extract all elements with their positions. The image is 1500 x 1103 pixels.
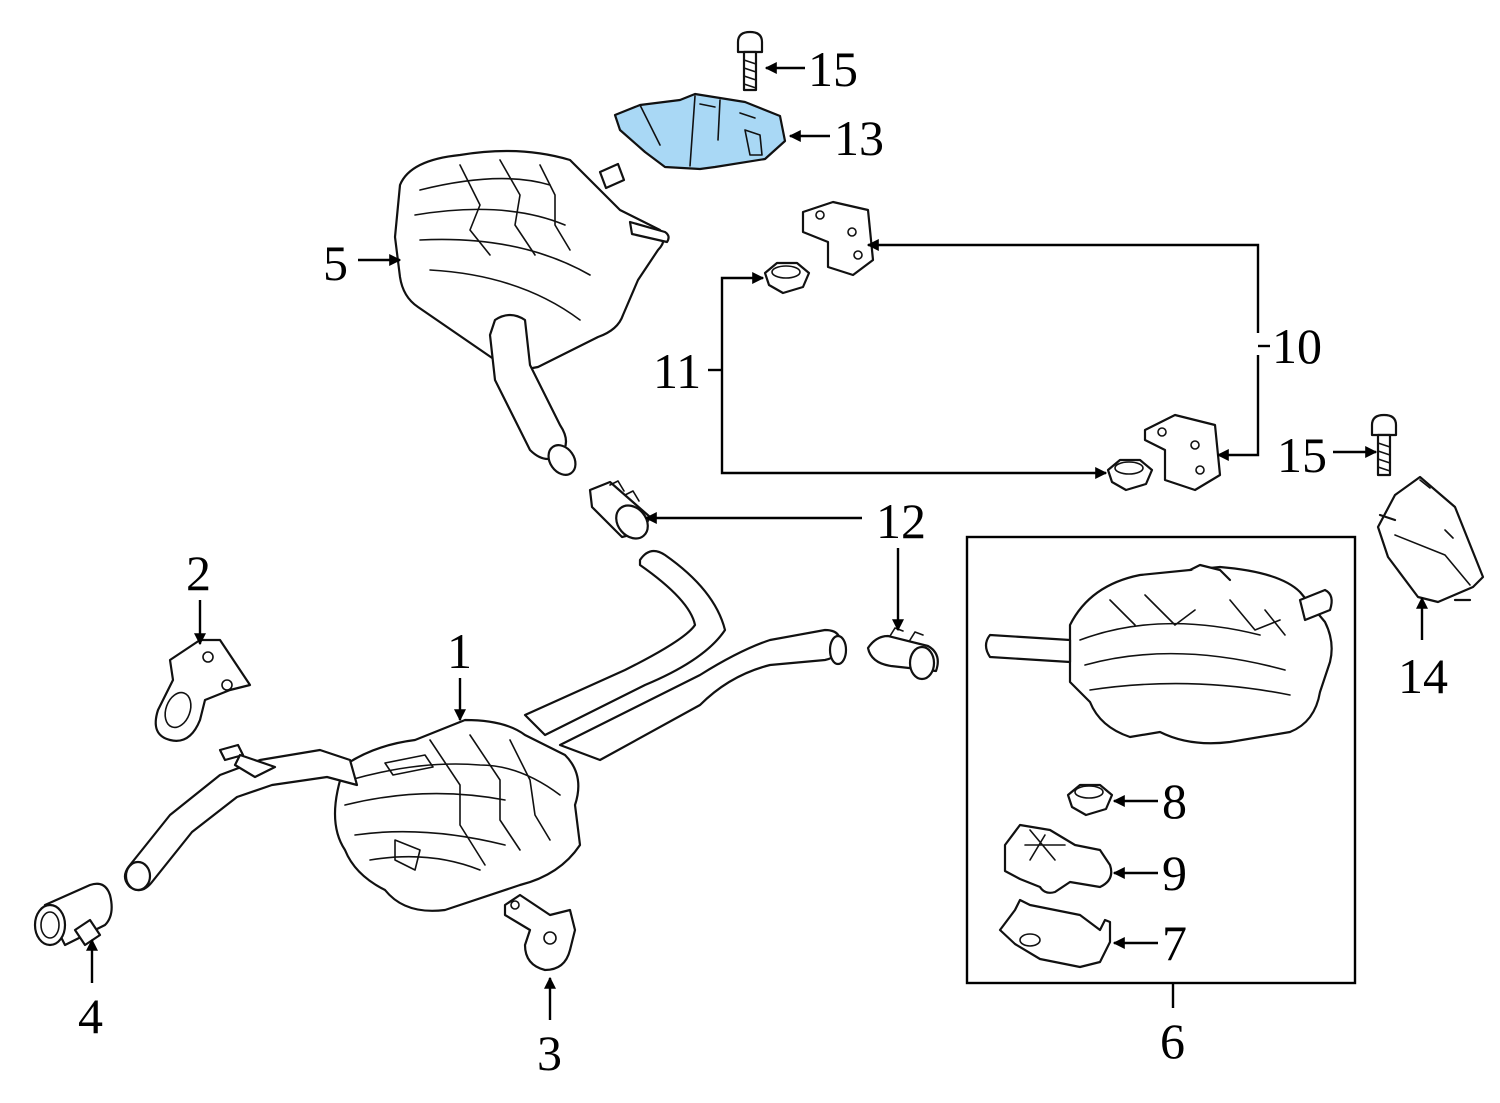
bracket-part-7[interactable] bbox=[998, 898, 1112, 969]
hanger-bracket-part-10-upper[interactable] bbox=[801, 200, 875, 277]
callout-6: 6 bbox=[1160, 1013, 1185, 1069]
bolt-part-15-top[interactable] bbox=[736, 30, 764, 92]
heat-shield-part-13[interactable] bbox=[613, 92, 787, 171]
callout-14: 14 bbox=[1398, 648, 1448, 704]
hanger-part-2[interactable] bbox=[154, 638, 252, 742]
rear-muffler-part-5[interactable] bbox=[393, 149, 670, 480]
nut-part-11-lower[interactable] bbox=[1106, 458, 1154, 492]
callout-11: 11 bbox=[653, 343, 701, 399]
callout-7: 7 bbox=[1162, 915, 1187, 971]
callout-labels: 15 13 5 10 11 15 12 14 1 2 3 4 8 9 7 6 bbox=[78, 41, 1448, 1081]
callout-13: 13 bbox=[834, 110, 884, 166]
leader-lines bbox=[86, 62, 1428, 1020]
clamp-part-12-lower[interactable] bbox=[866, 627, 939, 681]
callout-2: 2 bbox=[186, 545, 211, 601]
hanger-part-3[interactable] bbox=[503, 893, 577, 972]
center-muffler-part-1[interactable] bbox=[123, 549, 848, 912]
actuator-part-9[interactable] bbox=[1003, 823, 1113, 894]
bolt-part-15-right[interactable] bbox=[1370, 413, 1398, 477]
hanger-bracket-part-10-lower[interactable] bbox=[1143, 413, 1222, 492]
callout-15-right: 15 bbox=[1277, 427, 1327, 483]
clamp-part-4[interactable] bbox=[33, 882, 113, 947]
callout-4: 4 bbox=[78, 988, 103, 1044]
clamp-part-12-upper[interactable] bbox=[588, 480, 654, 545]
kit-box-part-6 bbox=[965, 535, 1357, 985]
callout-3: 3 bbox=[537, 1025, 562, 1081]
nut-part-8[interactable] bbox=[1066, 465, 1114, 817]
callout-8: 8 bbox=[1162, 773, 1187, 829]
nut-part-11-upper[interactable] bbox=[763, 261, 811, 295]
callout-15-top: 15 bbox=[808, 41, 858, 97]
heat-shield-part-14[interactable] bbox=[1376, 475, 1485, 604]
callout-1: 1 bbox=[447, 623, 472, 679]
muffler-kit-part-6[interactable] bbox=[984, 563, 1333, 745]
callout-9: 9 bbox=[1162, 845, 1187, 901]
callout-12: 12 bbox=[876, 493, 926, 549]
callout-10: 10 bbox=[1272, 318, 1322, 374]
callout-5: 5 bbox=[323, 235, 348, 291]
